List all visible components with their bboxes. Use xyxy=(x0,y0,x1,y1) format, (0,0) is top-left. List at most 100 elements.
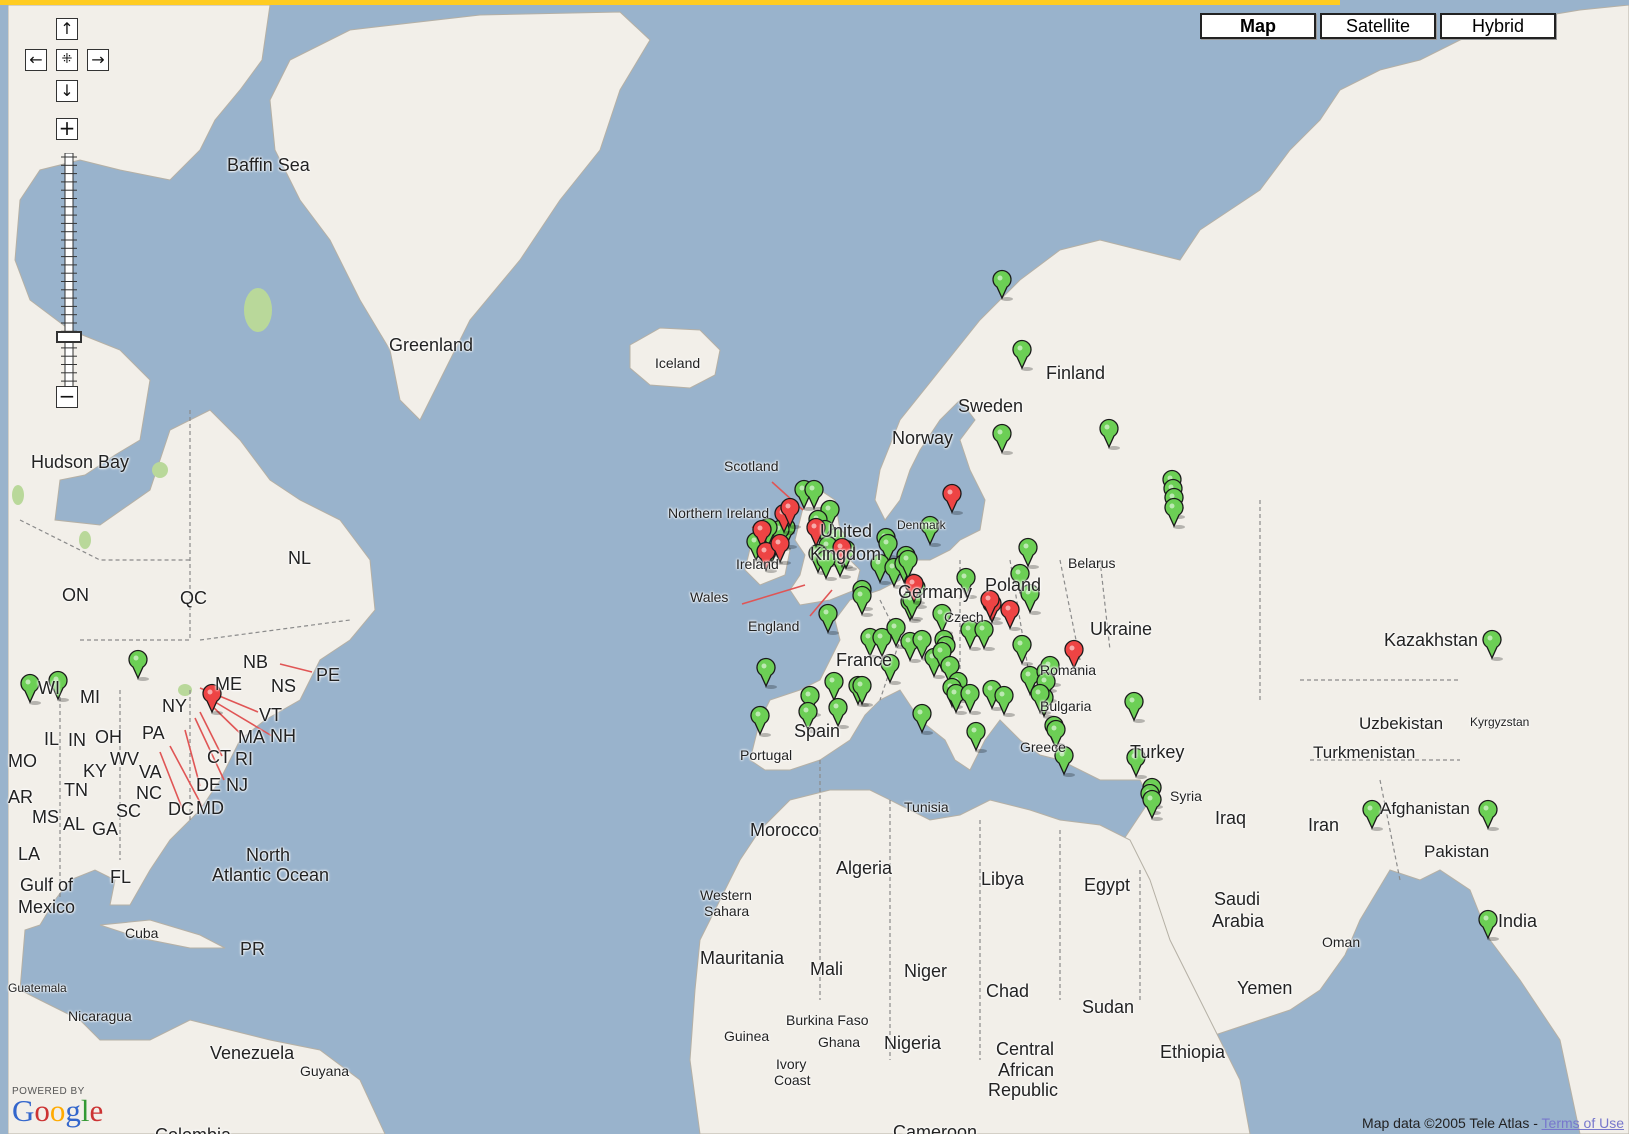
marker-highlight xyxy=(761,663,767,669)
marker-red[interactable] xyxy=(202,683,223,715)
marker-green[interactable] xyxy=(818,603,839,635)
marker-red[interactable] xyxy=(770,533,791,565)
marker-body xyxy=(980,589,1000,620)
label-portugal: Portugal xyxy=(740,747,793,763)
marker-green[interactable] xyxy=(756,657,777,689)
label-mexico: Mexico xyxy=(18,897,76,917)
marker-shadow xyxy=(1063,773,1075,777)
label-tn: TN xyxy=(64,780,88,800)
marker-body xyxy=(1054,745,1074,776)
marker-green[interactable] xyxy=(956,567,977,599)
zoom-in-button[interactable]: + xyxy=(56,118,78,140)
zoom-slider-track[interactable] xyxy=(59,153,79,390)
pan-center-button[interactable]: ⁜ xyxy=(56,49,78,71)
marker-green[interactable] xyxy=(992,423,1013,455)
marker-body xyxy=(780,497,800,528)
marker-green[interactable] xyxy=(852,585,873,617)
label-arabia: Arabia xyxy=(1212,911,1265,931)
marker-body xyxy=(1040,655,1060,686)
marker-shadow xyxy=(1021,662,1033,666)
marker-green[interactable] xyxy=(852,675,873,707)
marker-green[interactable] xyxy=(994,685,1015,717)
marker-green[interactable] xyxy=(1124,691,1145,723)
marker-green[interactable] xyxy=(20,673,41,705)
marker-body xyxy=(912,629,932,660)
map-canvas[interactable] xyxy=(8,5,1629,1134)
marker-red[interactable] xyxy=(780,497,801,529)
zoom-slider-handle[interactable] xyxy=(56,330,82,343)
marker-green[interactable] xyxy=(1030,683,1051,715)
marker-green[interactable] xyxy=(750,705,771,737)
pan-down-button[interactable]: ↓ xyxy=(56,80,78,102)
marker-highlight xyxy=(133,655,139,661)
marker-highlight xyxy=(1367,805,1373,811)
marker-green[interactable] xyxy=(1478,799,1499,831)
marker-green[interactable] xyxy=(1482,629,1503,661)
label-ny: NY xyxy=(162,696,188,716)
marker-red[interactable] xyxy=(1000,599,1021,631)
marker-body xyxy=(798,701,818,732)
label-pakistan: Pakistan xyxy=(1424,842,1490,861)
marker-red[interactable] xyxy=(756,541,777,573)
marker-green[interactable] xyxy=(1054,745,1075,777)
marker-highlight xyxy=(971,727,977,733)
marker-red[interactable] xyxy=(980,589,1001,621)
marker-red[interactable] xyxy=(942,483,963,515)
marker-green[interactable] xyxy=(1478,909,1499,941)
marker-green[interactable] xyxy=(48,670,69,702)
zoom-out-button[interactable]: − xyxy=(56,386,78,408)
marker-green[interactable] xyxy=(1018,537,1039,569)
pan-up-button[interactable]: ↑ xyxy=(56,18,78,40)
marker-body xyxy=(20,673,40,704)
park-area xyxy=(244,288,272,332)
marker-green[interactable] xyxy=(878,533,899,565)
marker-green[interactable] xyxy=(1099,418,1120,450)
google-logo[interactable]: POWERED BY Google xyxy=(12,1086,103,1126)
marker-shadow xyxy=(789,525,801,529)
marker-body xyxy=(806,517,826,548)
marker-green[interactable] xyxy=(1142,789,1163,821)
marker-red[interactable] xyxy=(1064,639,1085,671)
map-type-map-button[interactable]: Map xyxy=(1200,13,1316,39)
marker-highlight xyxy=(805,691,811,697)
marker-green[interactable] xyxy=(128,649,149,681)
marker-green[interactable] xyxy=(912,703,933,735)
label-sahara: Sahara xyxy=(704,903,750,919)
marker-green[interactable] xyxy=(1164,497,1185,529)
marker-green[interactable] xyxy=(960,683,981,715)
marker-body xyxy=(992,269,1012,300)
marker-green[interactable] xyxy=(880,653,901,685)
marker-green[interactable] xyxy=(966,721,987,753)
map-type-hybrid-button[interactable]: Hybrid xyxy=(1440,13,1556,39)
label-la: LA xyxy=(18,844,41,864)
marker-red[interactable] xyxy=(806,517,827,549)
powered-by-text: POWERED BY xyxy=(12,1086,85,1097)
map-type-satellite-button[interactable]: Satellite xyxy=(1320,13,1436,39)
marker-shadow xyxy=(879,581,891,585)
marker-green[interactable] xyxy=(1020,583,1041,615)
marker-shadow xyxy=(969,711,981,715)
marker-green[interactable] xyxy=(1012,634,1033,666)
marker-green[interactable] xyxy=(828,697,849,729)
pan-left-button[interactable]: ← xyxy=(25,49,47,71)
marker-body xyxy=(800,685,820,716)
marker-green[interactable] xyxy=(798,701,819,733)
marker-highlight xyxy=(997,275,1003,281)
label-mauritania: Mauritania xyxy=(700,948,785,968)
label-nb: NB xyxy=(243,652,269,672)
marker-shadow xyxy=(137,677,149,681)
marker-green[interactable] xyxy=(1362,799,1383,831)
marker-green[interactable] xyxy=(1012,339,1033,371)
pan-right-button[interactable]: → xyxy=(87,49,109,71)
marker-green[interactable] xyxy=(1126,747,1147,779)
marker-red[interactable] xyxy=(904,573,925,605)
label-syria: Syria xyxy=(1170,788,1202,804)
marker-green[interactable] xyxy=(992,269,1013,301)
marker-red[interactable] xyxy=(832,537,853,569)
marker-shadow xyxy=(29,701,41,705)
terms-of-use-link[interactable]: Terms of Use xyxy=(1541,1115,1624,1131)
marker-green[interactable] xyxy=(920,515,941,547)
marker-green[interactable] xyxy=(816,549,837,581)
marker-green[interactable] xyxy=(974,619,995,651)
